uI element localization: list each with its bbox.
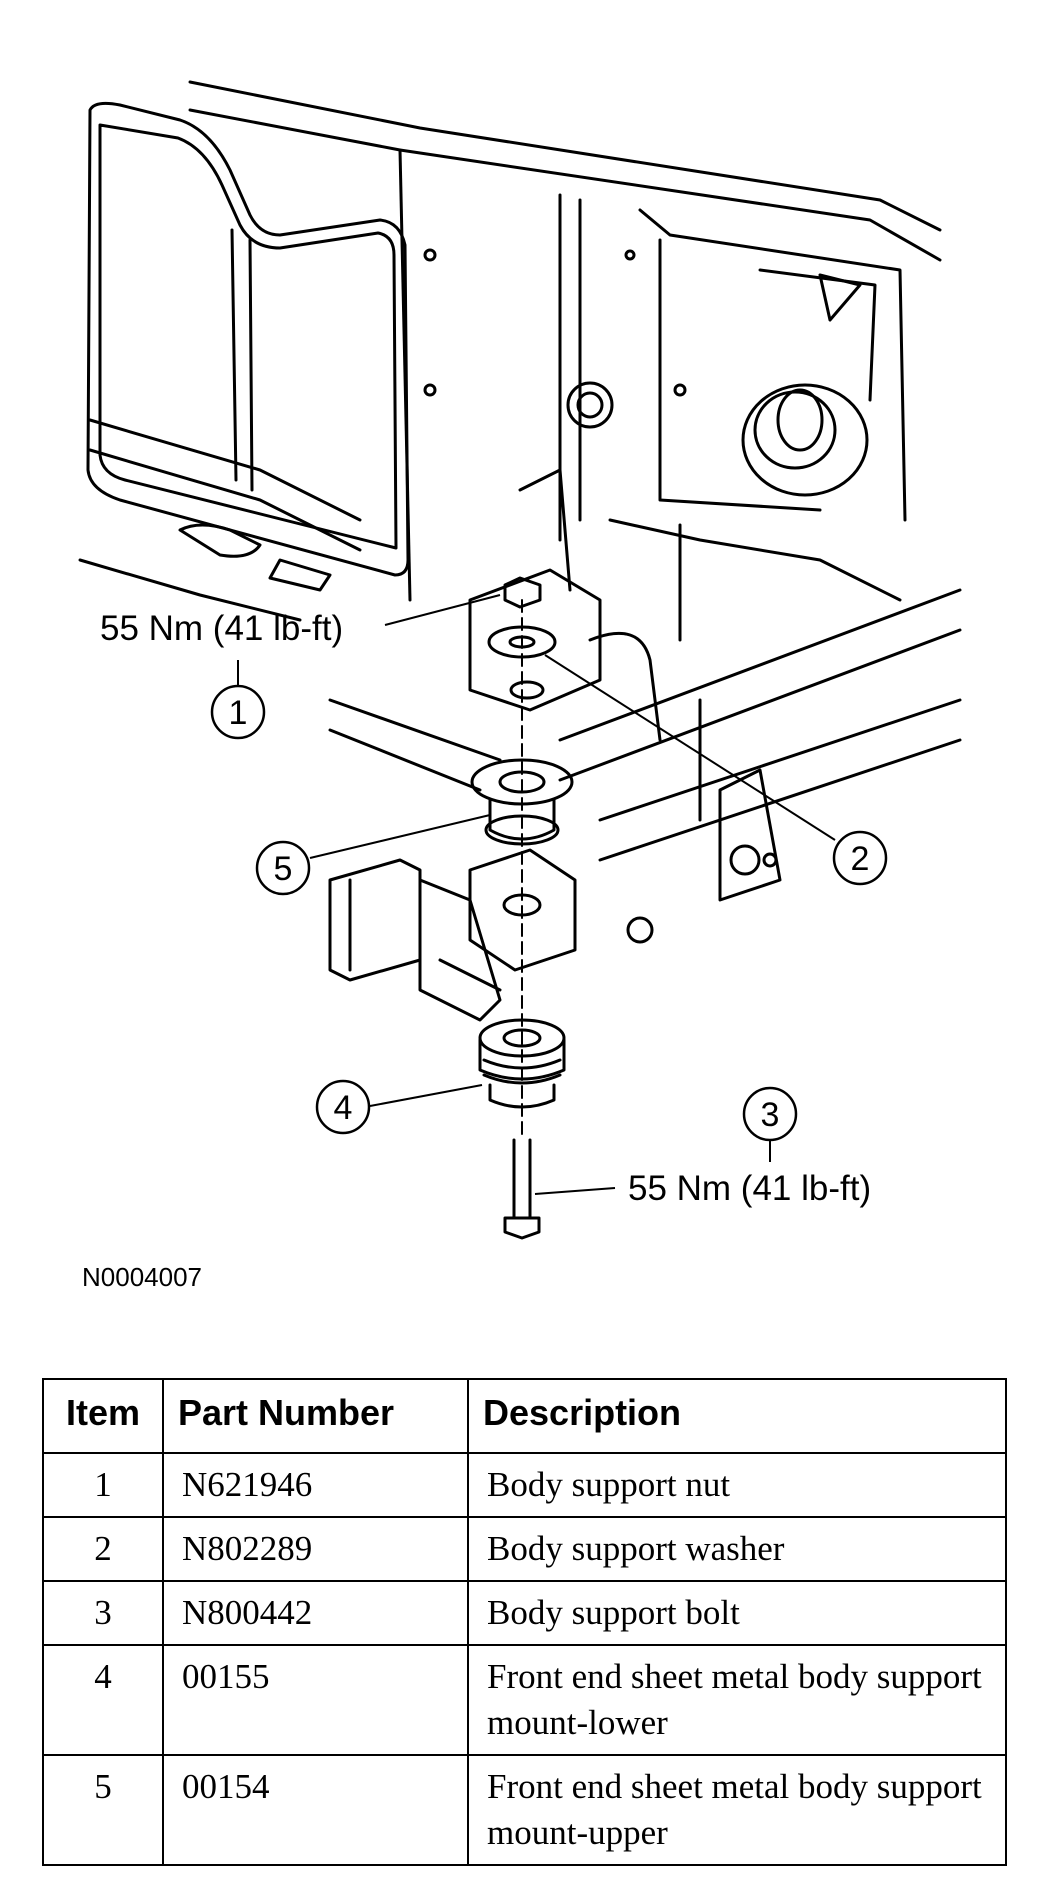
- leader-line-5: [309, 814, 491, 859]
- leader-line-torque-bottom: [534, 1187, 616, 1195]
- body-mount-bracket: [468, 468, 602, 712]
- callout-2-number: 2: [851, 840, 870, 878]
- description-cell: Body support washer: [467, 1516, 1007, 1582]
- part-number-cell: N800442: [162, 1580, 469, 1646]
- callout-3: 3: [742, 1086, 798, 1142]
- table-row: 5 00154 Front end sheet metal body suppo…: [42, 1754, 1007, 1866]
- callout-2: 2: [832, 830, 888, 886]
- callout-1: 1: [210, 684, 266, 740]
- table-row: 4 00155 Front end sheet metal body suppo…: [42, 1644, 1007, 1756]
- header-description: Description: [467, 1378, 1007, 1454]
- parts-table: Item Part Number Description 1 N621946 B…: [42, 1378, 1007, 1866]
- radiator-support-panel: [78, 80, 942, 622]
- figure-id: N0004007: [82, 1262, 202, 1292]
- description-cell: Front end sheet metal body support mount…: [467, 1754, 1007, 1866]
- frame-mount-bracket: [328, 848, 577, 1022]
- description-cell: Body support bolt: [467, 1580, 1007, 1646]
- body-support-exploded-diagram: 55 Nm (41 lb-ft) 55 Nm (41 lb-ft) 1 2 3 …: [78, 80, 962, 1240]
- item-cell: 2: [42, 1516, 164, 1582]
- part-number-cell: N621946: [162, 1452, 469, 1518]
- callout-5-number: 5: [274, 850, 293, 888]
- table-row: 2 N802289 Body support washer: [42, 1516, 1007, 1582]
- torque-label-top: 55 Nm (41 lb-ft): [100, 609, 343, 648]
- description-cell: Front end sheet metal body support mount…: [467, 1644, 1007, 1756]
- body-support-bolt: [503, 1138, 541, 1240]
- description-cell: Body support nut: [467, 1452, 1007, 1518]
- table-header-row: Item Part Number Description: [42, 1378, 1007, 1454]
- table-row: 3 N800442 Body support bolt: [42, 1580, 1007, 1646]
- callout-4: 4: [315, 1079, 371, 1135]
- item-cell: 3: [42, 1580, 164, 1646]
- table-row: 1 N621946 Body support nut: [42, 1452, 1007, 1518]
- part-number-cell: N802289: [162, 1516, 469, 1582]
- part-number-cell: 00155: [162, 1644, 469, 1756]
- item-cell: 4: [42, 1644, 164, 1756]
- item-cell: 1: [42, 1452, 164, 1518]
- torque-label-bottom: 55 Nm (41 lb-ft): [628, 1169, 871, 1208]
- callout-3-number: 3: [761, 1096, 780, 1134]
- part-number-cell: 00154: [162, 1754, 469, 1866]
- callout-4-number: 4: [334, 1089, 353, 1127]
- callout-1-number: 1: [229, 694, 248, 732]
- leader-line-2: [544, 654, 836, 841]
- leader-line-4: [369, 1084, 483, 1107]
- leader-line-torque-top: [384, 594, 501, 626]
- body-support-nut: [503, 576, 542, 609]
- callout-5: 5: [255, 840, 311, 896]
- header-item: Item: [42, 1378, 164, 1454]
- frame-rail: [328, 518, 962, 944]
- item-cell: 5: [42, 1754, 164, 1866]
- header-part-number: Part Number: [162, 1378, 469, 1454]
